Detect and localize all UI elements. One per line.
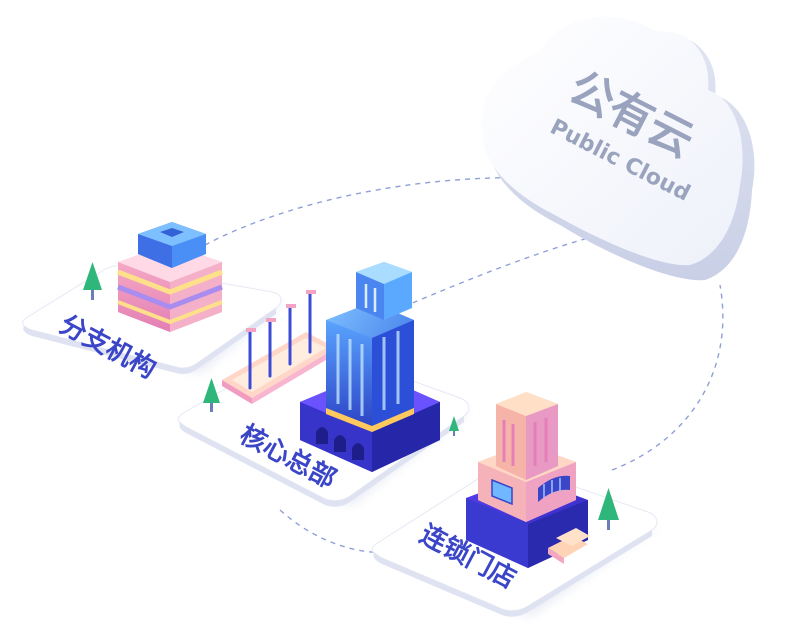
store-node: 连锁门店 [371, 392, 658, 617]
tree-icon [83, 262, 102, 300]
hq-node: 核心总部 [177, 262, 470, 507]
connector-branch-cloud [204, 177, 531, 246]
branch-building [117, 222, 223, 332]
connector-store-cloud [611, 284, 724, 471]
connector-lines [204, 177, 724, 554]
connector-hq-store [279, 509, 421, 554]
branch-platform-edge [23, 308, 276, 374]
branch-node: 分支机构 [22, 222, 282, 385]
tree-icon [203, 378, 220, 412]
tree-icon [449, 416, 459, 436]
tree-icon [598, 488, 619, 530]
connector-hq-cloud [329, 231, 611, 339]
public-cloud: 公有云 Public Cloud [481, 16, 755, 281]
cloud-face [481, 16, 743, 266]
hq-platform-edge [179, 416, 465, 507]
street-lamps [222, 290, 336, 404]
hq-building [300, 262, 440, 472]
store-building [466, 392, 590, 568]
